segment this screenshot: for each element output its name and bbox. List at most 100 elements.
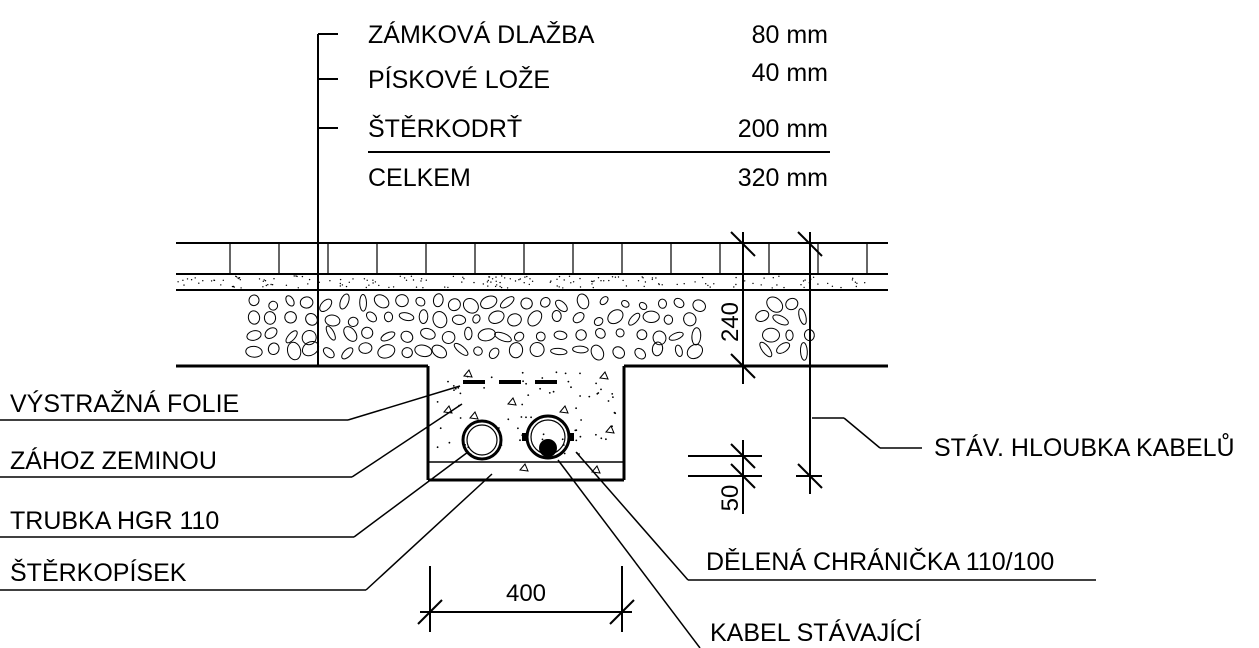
gravel-stone: [319, 298, 333, 312]
aggregate-triangle: [559, 405, 569, 414]
sand-grain: [295, 275, 297, 277]
soil-grain: [541, 377, 544, 379]
sand-grain: [491, 278, 494, 280]
total-thickness: 320 mm: [738, 164, 828, 192]
gravel-stone: [377, 344, 396, 359]
soil-grain: [579, 372, 581, 375]
gravel-stone: [247, 310, 261, 325]
callout-backfill: ZÁHOZ ZEMINOU: [10, 446, 217, 475]
layer-1-name: ZÁMKOVÁ DLAŽBA: [368, 20, 595, 49]
sand-grain: [568, 275, 571, 277]
soil-grain: [588, 395, 591, 398]
sand-grain: [473, 281, 475, 284]
sand-grain: [425, 279, 427, 281]
soil-grain: [563, 452, 566, 455]
soil-grain: [483, 387, 485, 389]
sand-grain: [194, 277, 196, 279]
sand-grain: [177, 281, 179, 283]
soil-grain: [520, 416, 523, 418]
soil-grain: [525, 416, 527, 419]
layer-2-name: PÍSKOVÉ LOŽE: [368, 65, 550, 94]
gravel-stone: [472, 314, 481, 324]
sand-grain: [651, 278, 653, 281]
soil-grain: [439, 427, 442, 430]
gravel-stone: [572, 345, 589, 354]
soil-grain: [611, 393, 614, 395]
gravel-stone: [642, 310, 660, 324]
sand-grain: [500, 286, 503, 289]
gravel-stone: [415, 296, 426, 307]
gravel-stone: [285, 295, 295, 307]
gravel-stone: [575, 329, 587, 341]
sand-grain: [461, 281, 463, 283]
gravel-stone: [324, 314, 341, 327]
sand-grain: [658, 283, 660, 286]
sand-grain: [622, 279, 624, 282]
soil-grain: [574, 429, 577, 432]
sand-grain: [368, 284, 370, 286]
gravel-stone: [451, 314, 467, 326]
sand-grain: [518, 279, 520, 281]
gravel-base-layer: [176, 293, 888, 368]
sand-grain: [482, 283, 484, 285]
left-callouts: VÝSTRAŽNÁ FOLIE ZÁHOZ ZEMINOU TRUBKA HGR…: [0, 385, 493, 591]
gravel-stone: [527, 310, 543, 327]
sand-grain: [329, 280, 331, 282]
gravel-stone: [301, 340, 320, 357]
sand-grain: [531, 280, 534, 282]
sand-grain: [403, 277, 406, 279]
soil-grain: [522, 380, 524, 383]
soil-grain: [579, 395, 581, 397]
sand-grain: [812, 276, 815, 278]
sand-grain: [499, 281, 501, 284]
pavement-section: [176, 242, 888, 482]
gravel-stone: [572, 311, 585, 324]
sand-grain: [264, 280, 267, 282]
gravel-stone: [776, 342, 791, 354]
sand-grain: [705, 283, 707, 285]
dimension-existing-cable-depth: [796, 231, 823, 494]
sand-grain: [611, 276, 614, 278]
gravel-stone: [686, 343, 704, 360]
soil-grain: [436, 446, 439, 449]
sand-grain: [412, 279, 415, 281]
sand-grain: [549, 281, 551, 283]
sand-grain: [222, 279, 224, 281]
dimension-bedding: 50: [688, 440, 762, 514]
sand-grain: [592, 280, 594, 283]
sand-grain: [374, 281, 377, 283]
gravel-stone: [341, 347, 354, 360]
sand-grain: [651, 277, 654, 279]
sand-grain: [183, 284, 185, 286]
gravel-stone: [400, 330, 414, 343]
soil-grain: [595, 382, 597, 385]
gravel-stone: [599, 296, 609, 306]
sand-grain: [504, 277, 506, 279]
sand-grain: [352, 278, 354, 280]
sand-grain: [617, 276, 620, 278]
sand-grain: [752, 282, 754, 285]
sand-grain: [220, 284, 222, 286]
gravel-stone: [762, 327, 780, 343]
sand-grain: [372, 279, 374, 281]
soil-grain: [519, 439, 521, 442]
gravel-stone: [638, 301, 648, 311]
sand-grain: [733, 286, 735, 288]
sand-bedding-layer: [176, 275, 888, 291]
soil-grain: [567, 380, 570, 383]
gravel-stone: [755, 310, 770, 322]
callout-warning-foil: VÝSTRAŽNÁ FOLIE: [10, 389, 239, 418]
sand-grain: [341, 284, 344, 286]
sand-grain: [490, 281, 492, 283]
sand-grain: [399, 275, 401, 277]
soil-grain: [539, 387, 541, 390]
soil-grain: [525, 382, 527, 385]
gravel-stone: [286, 341, 302, 361]
soil-grain: [612, 396, 614, 398]
bedding-value: 50: [717, 485, 744, 512]
gravel-stone: [473, 346, 483, 356]
gravel-stone: [691, 327, 702, 346]
gravel-stone: [359, 294, 368, 312]
gravel-stone: [668, 331, 684, 341]
sand-grain: [420, 278, 423, 280]
